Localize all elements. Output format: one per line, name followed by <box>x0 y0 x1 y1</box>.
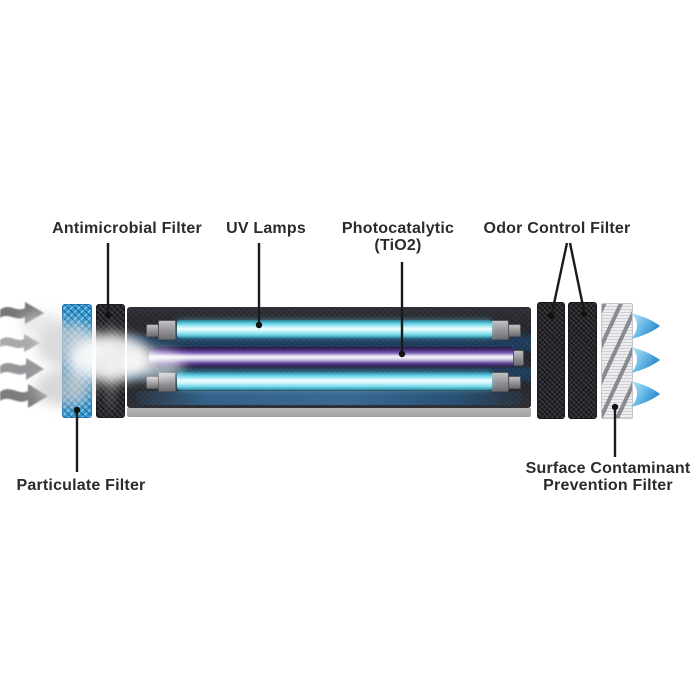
callout-line-odor-2 <box>568 242 586 312</box>
odor-control-filter-1 <box>537 302 565 419</box>
smoke-arrow-icon <box>0 334 40 352</box>
antimicrobial-filter-label: Antimicrobial Filter <box>52 220 202 237</box>
photocatalytic-tio2-tube <box>149 347 513 367</box>
uv-lamp-top-left-cap <box>158 320 176 340</box>
surface-filter-label-line2: Prevention Filter <box>543 477 673 494</box>
odor-control-filter-label: Odor Control Filter <box>483 220 631 237</box>
surface-contaminant-prevention-filter <box>601 303 633 419</box>
uv-lamp-top-right-cap-outer <box>508 324 521 337</box>
particulate-filter-label: Particulate Filter <box>16 477 146 494</box>
chamber-base-plate <box>127 408 531 417</box>
dirty-air-inflow-arrows-icon <box>0 302 184 408</box>
clean-air-arrow-icon <box>631 381 660 407</box>
uv-lamp-top-right-cap <box>491 320 509 340</box>
photocatalytic-label-line1: Photocatalytic <box>341 220 455 237</box>
chamber-bottom-glow <box>135 391 523 405</box>
clean-air-arrow-icon <box>631 347 660 373</box>
uv-lamp-bottom-right-cap-outer <box>508 376 521 389</box>
uv-lamp-top <box>177 320 492 338</box>
smoke-arrow-icon <box>0 358 44 380</box>
smoke-cloud <box>20 312 184 406</box>
uv-lamps-label: UV Lamps <box>226 220 306 237</box>
surface-contaminant-filter-label: Surface Contaminant Prevention Filter <box>526 460 691 494</box>
tio2-tube-right-cap <box>513 350 524 366</box>
uv-lamp-bottom-right-cap <box>491 372 509 392</box>
photocatalytic-label-line2: (TiO2) <box>374 237 422 254</box>
clean-air-arrow-icon <box>631 313 660 339</box>
odor-control-filter-2 <box>568 302 597 419</box>
photocatalytic-label: Photocatalytic (TiO2) <box>342 220 454 254</box>
surface-filter-label-line1: Surface Contaminant <box>525 460 691 477</box>
uv-lamp-bottom <box>177 372 492 390</box>
clean-air-outflow-arrows-icon <box>631 313 660 407</box>
